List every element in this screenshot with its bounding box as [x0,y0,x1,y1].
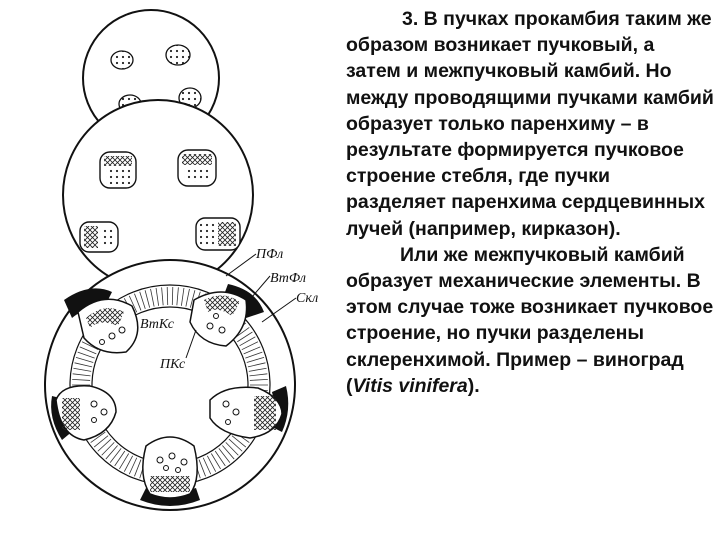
paragraph-2-start: Или же межпучковый камбий образует механ… [346,243,714,397]
vascular-bundle [55,385,117,441]
vascular-bundle [77,298,139,354]
vascular-bundles [55,291,283,499]
stage-3-cross-section: ПФл ВтФл Скл ВтКс ПКс [44,247,318,511]
vascular-bundle [142,436,198,499]
body-text: 3. В пучках прокамбия таким же образом в… [346,6,714,399]
label-sclerenchyma: Скл [296,291,318,306]
vascular-bundle [189,291,248,347]
label-primary-xylem: ПКс [159,357,186,372]
label-secondary-phloem: ВтФл [270,271,306,286]
vascular-bundle [209,386,283,439]
latin-species-name: Vitis vinifera [352,374,468,397]
stage-2-cross-section [62,99,254,291]
paragraph-2-end: ). [467,374,480,397]
label-leader-lines [185,253,297,359]
bundle-with-cambium [79,149,241,253]
paragraph-1: 3. В пучках прокамбия таким же образом в… [346,8,714,240]
label-secondary-xylem: ВтКс [140,317,175,332]
label-primary-phloem: ПФл [255,247,283,262]
